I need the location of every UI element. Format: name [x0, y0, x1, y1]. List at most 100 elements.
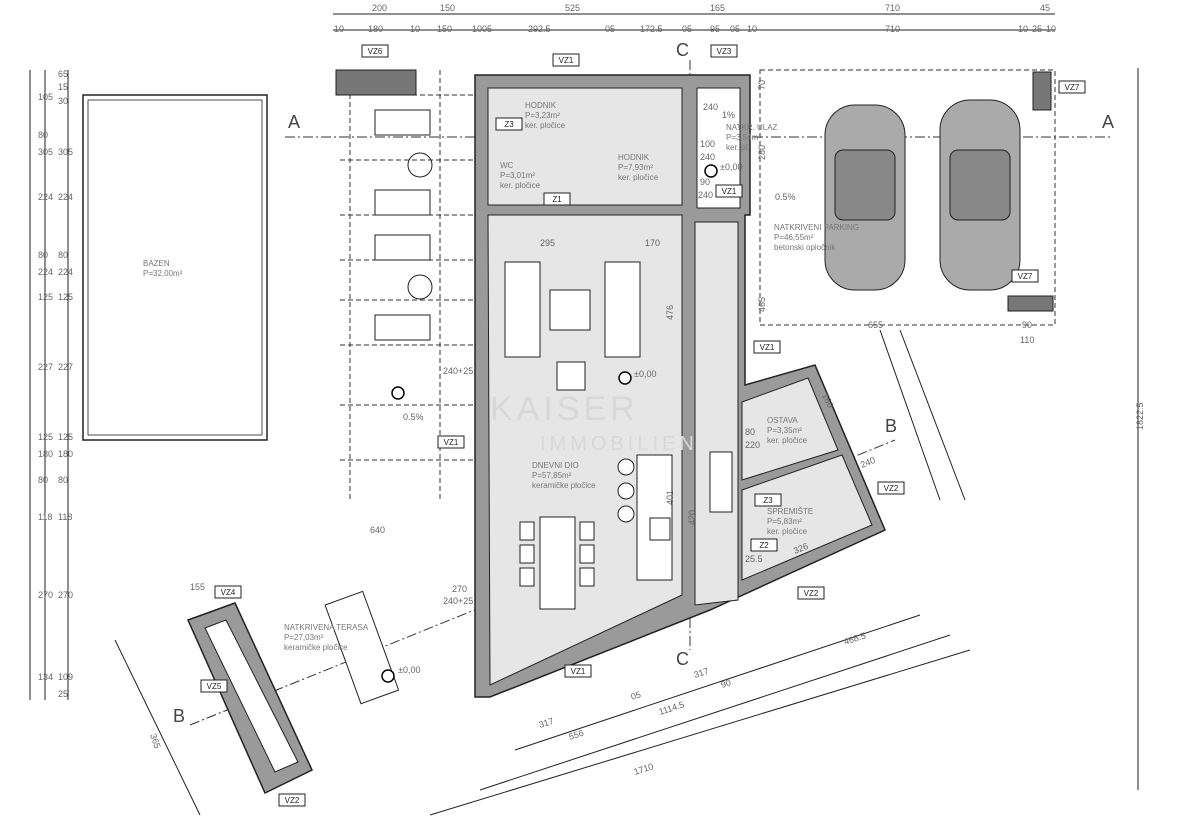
tag-box: [750, 538, 778, 552]
svg-text:125: 125: [58, 432, 73, 442]
svg-text:10: 10: [410, 24, 420, 34]
tag-box: [797, 586, 825, 600]
svg-text:220: 220: [745, 440, 760, 450]
svg-text:165: 165: [710, 3, 725, 13]
slope-markers: 1% 0.5% 0.5%: [403, 110, 796, 422]
svg-text:227: 227: [38, 362, 53, 372]
svg-text:ker. pločice: ker. pločice: [767, 527, 808, 536]
svg-text:295: 295: [540, 238, 555, 248]
svg-text:80: 80: [38, 475, 48, 485]
svg-text:180: 180: [58, 449, 73, 459]
svg-text:P=57,85m²: P=57,85m²: [532, 471, 572, 480]
svg-text:NATKRIVENA TERASA: NATKRIVENA TERASA: [284, 623, 369, 632]
svg-text:10: 10: [747, 24, 757, 34]
svg-text:NATKR. ULAZ: NATKR. ULAZ: [726, 123, 778, 132]
svg-text:1822.5: 1822.5: [1135, 402, 1145, 430]
svg-text:25: 25: [58, 689, 68, 699]
misc-dimensions: 295 170 476 401 420 270 240+25 240+25 65…: [148, 102, 1034, 750]
dimension-lines-top: [29, 13, 1139, 816]
svg-text:1710: 1710: [633, 761, 655, 777]
svg-text:P=27,03m²: P=27,03m²: [284, 633, 324, 642]
svg-text:05: 05: [605, 24, 615, 34]
svg-text:240: 240: [698, 190, 713, 200]
tag-box: [200, 679, 228, 693]
tag-box: [877, 481, 905, 495]
svg-text:90: 90: [720, 677, 733, 690]
left-dimensions: 105 80 305 224 80 224 125 227 125 180 80…: [38, 92, 53, 682]
furniture: [324, 261, 733, 705]
tag-label: Z1: [552, 195, 562, 204]
svg-text:KAISER: KAISER: [490, 390, 639, 428]
svg-text:DNEVNI DIO: DNEVNI DIO: [532, 461, 579, 470]
svg-text:IMMOBILIEN: IMMOBILIEN: [540, 433, 698, 455]
svg-text:125: 125: [38, 292, 53, 302]
right-dimensions: 1822.5 280 70 465: [757, 80, 1145, 430]
svg-text:ker. pločice: ker. pločice: [618, 173, 659, 182]
svg-text:420: 420: [687, 510, 697, 525]
svg-text:OSTAVA: OSTAVA: [767, 416, 798, 425]
cars: [824, 99, 1021, 291]
svg-text:240: 240: [703, 102, 718, 112]
tag-box: [564, 664, 592, 678]
tag-box: [1058, 80, 1086, 94]
tag-box: [715, 184, 743, 198]
svg-text:100: 100: [700, 139, 715, 149]
svg-text:270: 270: [38, 590, 53, 600]
svg-text:224: 224: [58, 192, 73, 202]
tag-box: [1011, 269, 1039, 283]
svg-text:110: 110: [1020, 335, 1034, 345]
svg-text:WC: WC: [500, 161, 514, 170]
svg-text:25: 25: [1032, 24, 1042, 34]
left-dimensions-2: 65 15 30 305 224 80 224 125 227 125 180 …: [58, 69, 73, 699]
svg-text:640: 640: [370, 525, 385, 535]
svg-text:ker. pl.: ker. pl.: [726, 143, 750, 152]
svg-text:240+25: 240+25: [443, 366, 473, 376]
svg-text:B: B: [885, 416, 897, 436]
svg-text:±0,00: ±0,00: [720, 162, 742, 172]
svg-text:10: 10: [334, 24, 344, 34]
svg-text:±0,00: ±0,00: [634, 369, 656, 379]
svg-text:30: 30: [58, 96, 68, 106]
svg-text:betonski opločnik: betonski opločnik: [774, 243, 836, 252]
svg-text:1005: 1005: [472, 24, 492, 34]
tag-box: [710, 44, 738, 58]
svg-text:05: 05: [682, 24, 692, 34]
svg-text:90: 90: [1022, 320, 1032, 330]
tag-label: VZ5: [207, 682, 222, 691]
svg-text:±0,00: ±0,00: [398, 665, 420, 675]
svg-text:655: 655: [868, 320, 883, 330]
svg-text:525: 525: [565, 3, 580, 13]
svg-text:170: 170: [645, 238, 660, 248]
svg-text:280: 280: [757, 145, 767, 160]
tag-box: [214, 585, 242, 599]
tag-box: [552, 53, 580, 67]
svg-text:240+25: 240+25: [443, 596, 473, 606]
tag-label: VZ4: [221, 588, 236, 597]
svg-text:65: 65: [58, 69, 68, 79]
svg-text:P=5,83m²: P=5,83m²: [767, 517, 802, 526]
tag-label: VZ3: [717, 47, 732, 56]
svg-text:HODNIK: HODNIK: [525, 101, 557, 110]
tag-label: VZ1: [571, 667, 586, 676]
svg-text:200: 200: [372, 3, 387, 13]
sunbeds: [374, 109, 433, 341]
level-markers: ±0,00 ±0,00 ±0,00: [381, 162, 742, 683]
svg-text:0.5%: 0.5%: [775, 192, 796, 202]
svg-text:80: 80: [58, 475, 68, 485]
pool: [82, 94, 268, 441]
svg-text:224: 224: [58, 267, 73, 277]
tag-label: Z3: [504, 120, 514, 129]
svg-text:keramičke pločice: keramičke pločice: [284, 643, 348, 652]
tag-label: VZ6: [368, 47, 383, 56]
svg-text:468.5: 468.5: [843, 630, 868, 646]
svg-text:P=32,00m²: P=32,00m²: [143, 269, 183, 278]
tag-label: Z3: [763, 496, 773, 505]
room-labels: BAZEN P=32,00m² HODNIK P=3,23m² ker. plo…: [143, 101, 859, 652]
svg-text:556: 556: [568, 728, 585, 742]
svg-text:80: 80: [58, 250, 68, 260]
svg-text:1114.5: 1114.5: [658, 699, 686, 717]
svg-text:105: 105: [38, 92, 53, 102]
tag-label: VZ2: [884, 484, 899, 493]
svg-text:317: 317: [693, 666, 710, 680]
svg-text:A: A: [288, 112, 300, 132]
